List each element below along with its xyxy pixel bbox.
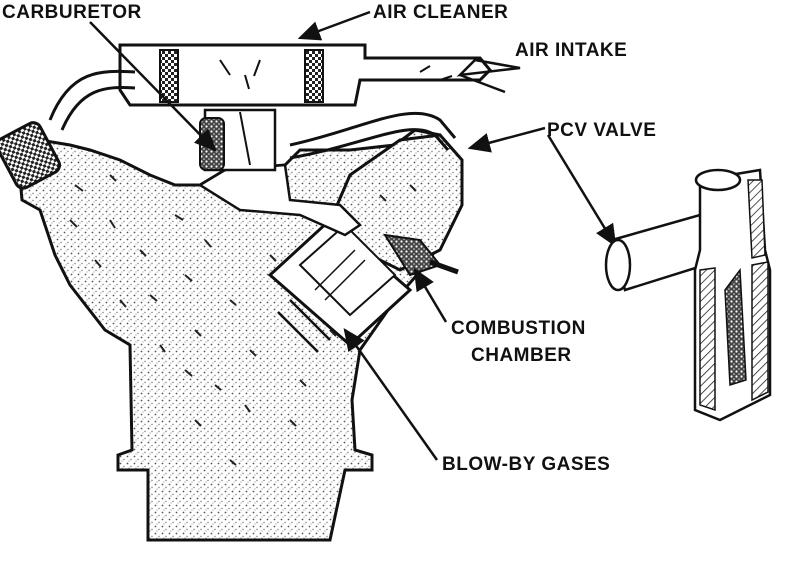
breather-filter [0,121,62,190]
breather-hose [48,69,136,131]
piston-assembly [267,217,413,353]
leader-lines [89,10,617,461]
pcv-valve-detail [604,168,772,422]
label-carburetor: CARBURETOR [2,2,142,23]
blow-by-flow-arrows [69,174,417,466]
label-combustion-line1: COMBUSTION [451,318,586,339]
air-cleaner [118,43,493,107]
air-intake-arrow [419,58,521,94]
carburetor [199,108,277,172]
label-air-intake: AIR INTAKE [515,40,628,61]
label-pcv-valve: PCV VALVE [547,120,657,141]
combustion-chamber [383,233,459,277]
label-combustion-line2: CHAMBER [471,345,572,366]
label-blow-by-gases: BLOW-BY GASES [442,454,611,475]
label-air-cleaner: AIR CLEANER [373,2,509,23]
pcv-hose [289,111,457,160]
